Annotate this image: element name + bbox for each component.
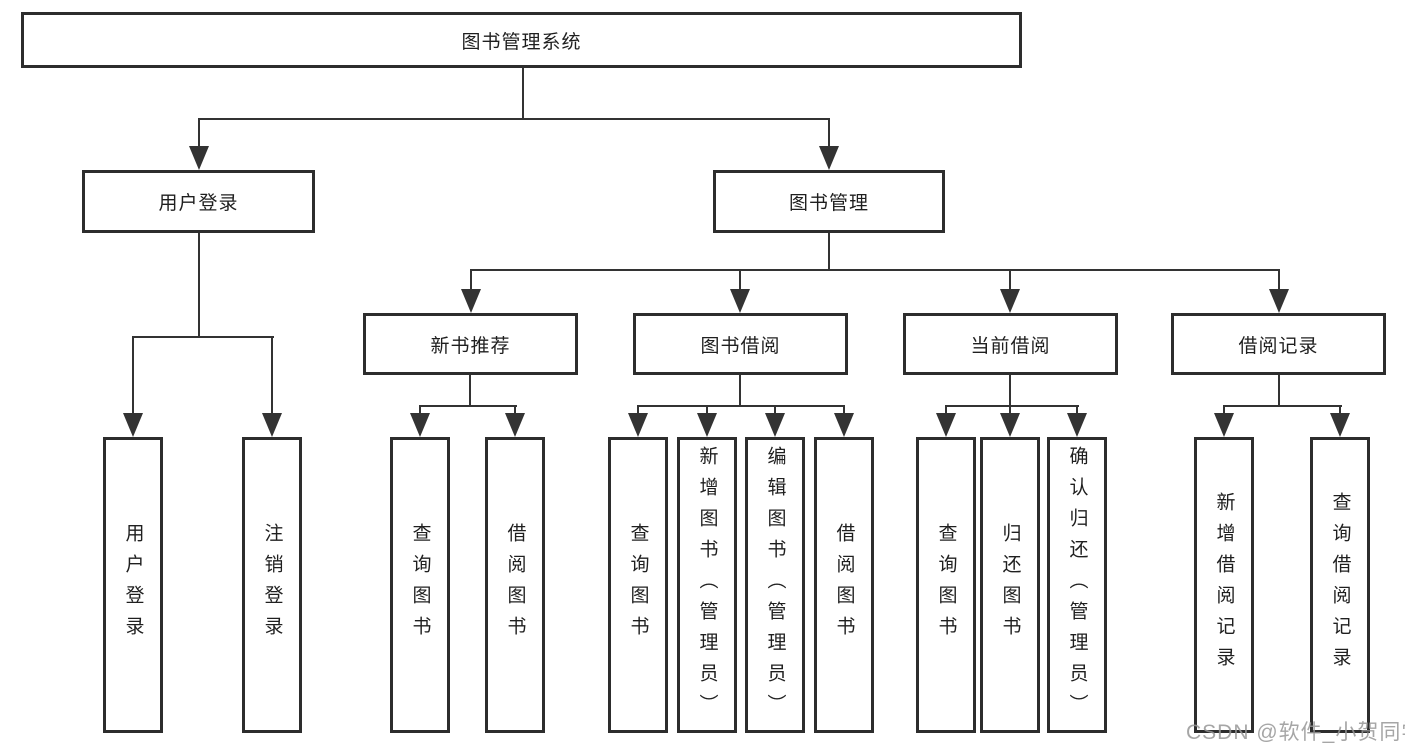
arrowhead-down: [936, 413, 956, 437]
leaf-label: 新增图书（管理员）: [696, 445, 718, 725]
leaf-return-books: 归还图书: [980, 437, 1040, 733]
leaf-label: 新增借阅记录: [1213, 492, 1235, 678]
arrowhead-down: [834, 413, 854, 437]
leaf-label: 确认归还（管理员）: [1066, 445, 1088, 725]
leaf-label: 用户登录: [122, 523, 144, 647]
arrowhead-down: [628, 413, 648, 437]
connector-recommend-split: [419, 405, 517, 407]
connector-stub: [132, 336, 134, 415]
leaf-label: 查询图书: [409, 523, 431, 647]
connector-stub: [514, 405, 516, 415]
connector-book-stem: [828, 233, 830, 271]
arrowhead-down: [1000, 413, 1020, 437]
leaf-label: 借阅图书: [504, 523, 526, 647]
node-user-login: 用户登录: [82, 170, 315, 233]
leaf-borrow-books: 借阅图书: [814, 437, 874, 733]
leaf-add-borrow-record: 新增借阅记录: [1194, 437, 1254, 733]
arrowhead-down: [730, 289, 750, 313]
connector-stub: [637, 405, 639, 415]
connector-stub: [945, 405, 947, 415]
leaf-label: 查询图书: [935, 523, 957, 647]
connector-book-split: [470, 269, 1280, 271]
node-book-management: 图书管理: [713, 170, 945, 233]
leaf-label: 注销登录: [261, 523, 283, 647]
arrowhead-down: [262, 413, 282, 437]
arrowhead-down: [1214, 413, 1234, 437]
connector-stub: [419, 405, 421, 415]
connector-borrowing-split: [637, 405, 845, 407]
arrowhead-down: [1330, 413, 1350, 437]
leaf-label: 编辑图书（管理员）: [764, 445, 786, 725]
leaf-label: 归还图书: [999, 523, 1021, 647]
connector-stub: [470, 269, 472, 291]
connector-records-stem: [1278, 375, 1280, 407]
arrowhead-down: [1269, 289, 1289, 313]
leaf-label: 查询借阅记录: [1329, 492, 1351, 678]
node-label: 用户登录: [158, 193, 239, 214]
arrowhead-down: [1000, 289, 1020, 313]
connector-stub: [271, 336, 273, 415]
node-label: 新书推荐: [430, 335, 511, 357]
connector-stub: [774, 405, 776, 415]
node-book-borrowing: 图书借阅: [633, 313, 848, 375]
connector-stub: [1339, 405, 1341, 415]
connector-records-split: [1223, 405, 1342, 407]
arrowhead-down: [765, 413, 785, 437]
arrowhead-down: [697, 413, 717, 437]
connector-stub: [828, 118, 830, 148]
leaf-logout: 注销登录: [242, 437, 302, 733]
arrowhead-down: [189, 146, 209, 170]
arrowhead-down: [410, 413, 430, 437]
node-label: 图书管理: [788, 193, 869, 214]
connector-stub: [1223, 405, 1225, 415]
connector-stub: [706, 405, 708, 415]
connector-user-stem: [198, 233, 200, 338]
leaf-label: 查询图书: [627, 523, 649, 647]
connector-stub: [1278, 269, 1280, 291]
node-new-book-recommendation: 新书推荐: [363, 313, 578, 375]
connector-user-split: [132, 336, 274, 338]
connector-stub: [739, 269, 741, 291]
leaf-add-books-admin: 新增图书（管理员）: [677, 437, 737, 733]
arrowhead-down: [1067, 413, 1087, 437]
connector-recommend-stem: [469, 375, 471, 407]
connector-stub: [198, 118, 200, 148]
leaf-confirm-return-admin: 确认归还（管理员）: [1047, 437, 1107, 733]
leaf-user-login: 用户登录: [103, 437, 163, 733]
arrowhead-down: [819, 146, 839, 170]
leaf-query-borrow-record: 查询借阅记录: [1310, 437, 1370, 733]
node-label: 图书借阅: [700, 335, 781, 357]
connector-stub: [1009, 405, 1011, 415]
node-borrowing-records: 借阅记录: [1171, 313, 1386, 375]
arrowhead-down: [505, 413, 525, 437]
connector-current-stem: [1009, 375, 1011, 407]
node-label: 当前借阅: [970, 335, 1051, 357]
node-label: 图书管理系统: [461, 31, 582, 53]
connector-stub: [843, 405, 845, 415]
leaf-edit-books-admin: 编辑图书（管理员）: [745, 437, 805, 733]
node-current-borrowing: 当前借阅: [903, 313, 1118, 375]
leaf-borrow-books-recommend: 借阅图书: [485, 437, 545, 733]
node-label: 借阅记录: [1238, 335, 1319, 357]
leaf-query-books-current: 查询图书: [916, 437, 976, 733]
connector-stub: [1009, 269, 1011, 291]
connector-root-stem: [522, 68, 524, 120]
node-library-management-system: 图书管理系统: [21, 12, 1022, 68]
leaf-query-books-borrowing: 查询图书: [608, 437, 668, 733]
arrowhead-down: [461, 289, 481, 313]
connector-root-split: [198, 118, 830, 120]
connector-current-split: [945, 405, 1079, 407]
arrowhead-down: [123, 413, 143, 437]
connector-stub: [1076, 405, 1078, 415]
leaf-query-books-recommend: 查询图书: [390, 437, 450, 733]
connector-borrowing-stem: [739, 375, 741, 407]
csdn-watermark: CSDN @软件_小贺同学: [1186, 721, 1405, 744]
leaf-label: 借阅图书: [833, 523, 855, 647]
